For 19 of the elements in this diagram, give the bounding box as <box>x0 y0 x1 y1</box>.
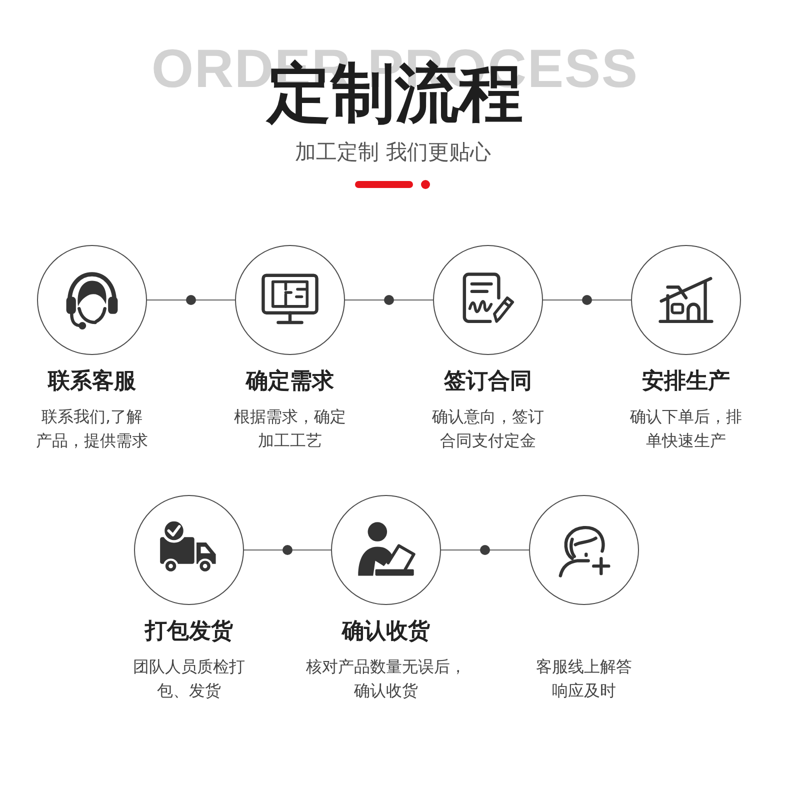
step-description: 确认下单后，排单快速生产 <box>629 406 743 452</box>
step-title: 联系客服 <box>48 368 136 396</box>
subtitle: 加工定制 我们更贴心 <box>295 139 491 166</box>
step-description: 联系我们,了解产品，提供需求 <box>35 406 149 452</box>
connector-line <box>147 299 235 301</box>
step-title: 安排生产 <box>642 368 730 396</box>
step-description: 根据需求，确定加工工艺 <box>233 406 347 452</box>
step-description: 核对产品数量无误后，确认收货 <box>305 656 467 702</box>
step-title: 确定需求 <box>246 368 334 396</box>
step-description: 确认意向，签订合同支付定金 <box>431 406 545 452</box>
connector-line <box>244 549 331 551</box>
connector-line <box>345 299 433 301</box>
step-description: 客服线上解答响应及时 <box>535 656 633 702</box>
connector-line <box>543 299 631 301</box>
connector-line <box>441 549 529 551</box>
step-description: 团队人员质检打包、发货 <box>132 656 246 702</box>
step-title: 确认收货 <box>342 618 430 646</box>
step-title: 打包发货 <box>145 618 233 646</box>
step-title: 签订合同 <box>444 368 532 396</box>
